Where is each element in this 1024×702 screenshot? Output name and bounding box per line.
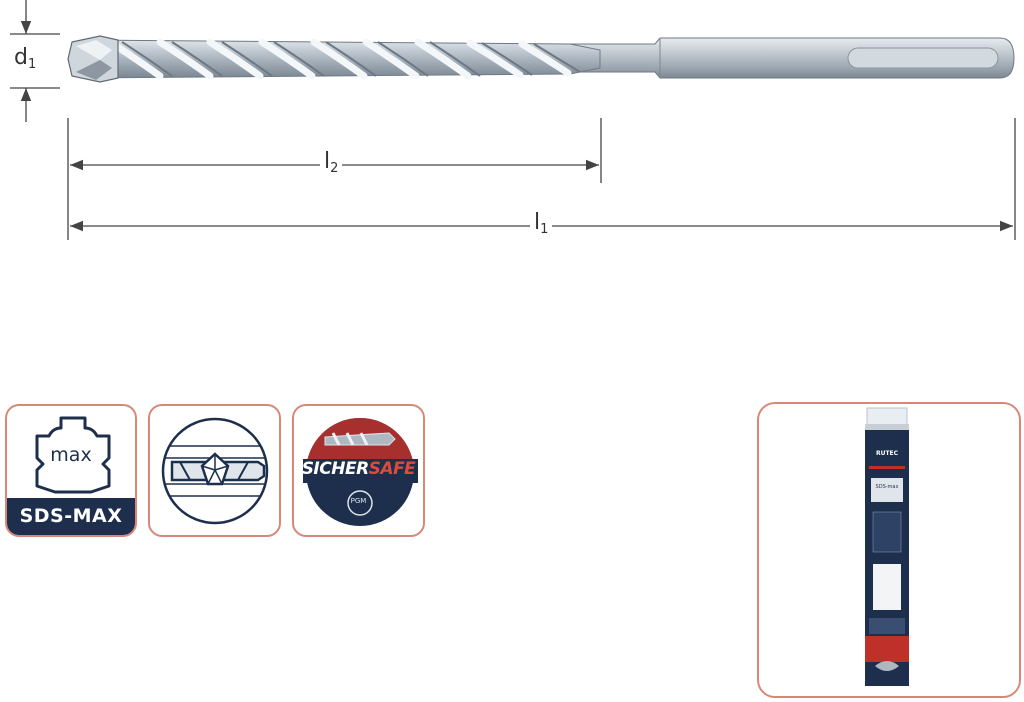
package-photo-frame: RUTEC SDS-max — [757, 402, 1021, 698]
package-photo — [865, 407, 909, 686]
diameter-label-sub: 1 — [27, 57, 37, 72]
drill-bit-drawing — [10, 0, 1016, 240]
sichersafe-badge: SICHERSAFE PGM — [292, 404, 425, 537]
total-length-label-sub: 1 — [540, 222, 549, 237]
sds-max-icon-text: max — [50, 444, 92, 466]
cross-tip-icon — [161, 417, 269, 525]
diameter-label: d1 — [10, 45, 41, 77]
cross-tip-badge — [148, 404, 281, 537]
flute-length-label: l2 — [320, 149, 343, 181]
drill-shank — [559, 37, 1015, 79]
diameter-dimension — [10, 0, 60, 122]
drill-flute — [83, 38, 601, 80]
sichersafe-label: SICHERSAFE — [298, 459, 419, 479]
sichersafe-mark: PGM — [350, 497, 367, 505]
sichersafe-label-right: SAFE — [368, 459, 416, 479]
flute-length-label-sub: 2 — [330, 161, 339, 176]
sds-max-badge: max SDS-MAX — [5, 404, 137, 537]
flute-length-label-base: l — [324, 149, 331, 174]
total-length-label-base: l — [534, 210, 541, 235]
package-product-line: SDS-max — [875, 484, 899, 490]
sichersafe-seal-icon — [303, 418, 418, 526]
diameter-label-base: d — [14, 45, 28, 70]
drill-tip — [67, 35, 119, 83]
package-brand: RUTEC — [875, 450, 899, 457]
sichersafe-label-left: SICHER — [301, 459, 369, 479]
sds-max-label: SDS-MAX — [7, 498, 135, 535]
sds-max-shank-icon — [35, 416, 111, 494]
total-length-label: l1 — [530, 210, 553, 242]
